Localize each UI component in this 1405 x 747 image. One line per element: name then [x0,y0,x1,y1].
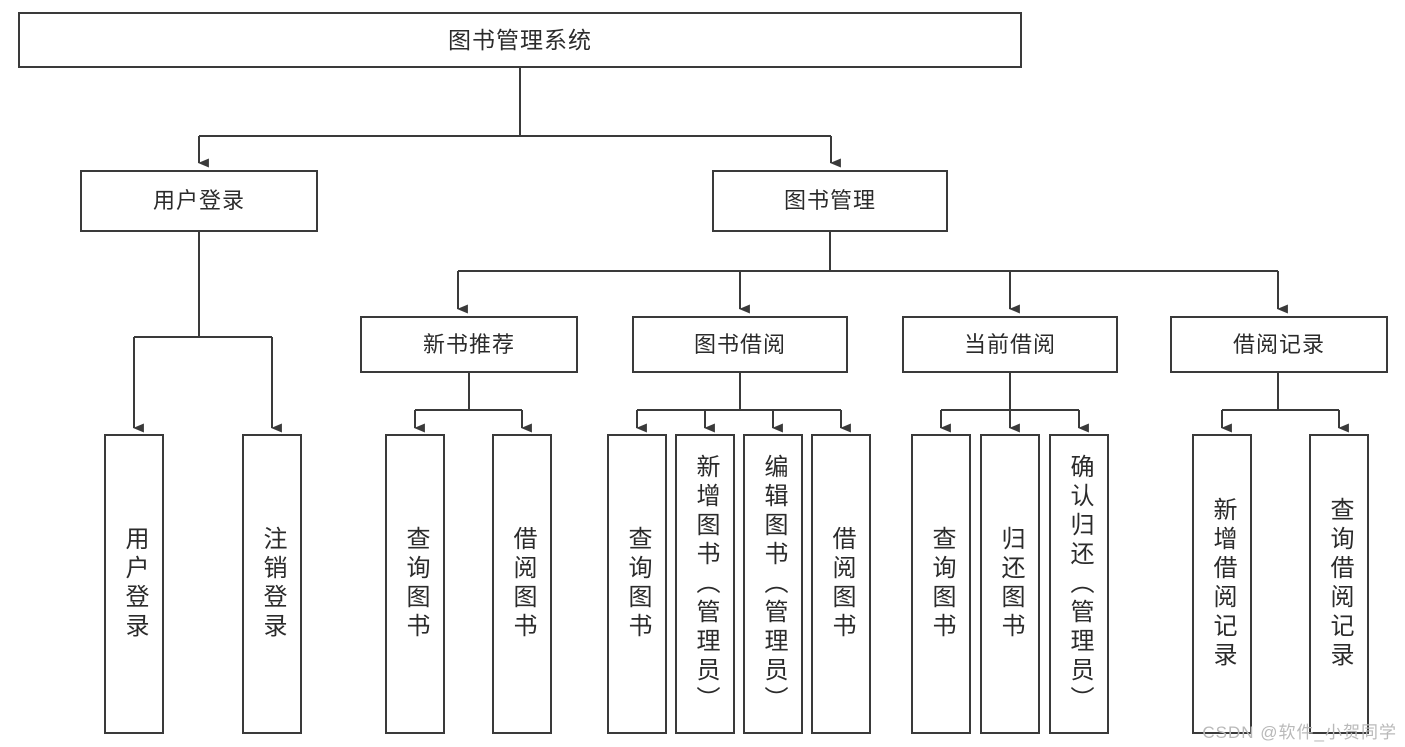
leaf-borrow-add-book-admin[interactable]: 新增图书（管理员） [675,434,735,734]
node-label: 用户登录 [152,188,245,214]
node-label: 图书管理 [783,188,876,214]
node-book-borrow[interactable]: 图书借阅 [632,316,848,373]
node-label: 查询图书 [624,526,651,642]
leaf-recommend-query-book[interactable]: 查询图书 [385,434,445,734]
node-label: 用户登录 [121,526,148,642]
node-label: 借阅图书 [509,526,536,642]
node-label: 查询借阅记录 [1326,497,1353,671]
node-label: 确认归还（管理员） [1066,453,1093,715]
node-label: 借阅记录 [1232,331,1325,357]
node-label: 新增图书（管理员） [692,453,719,715]
node-label: 注销登录 [259,526,286,642]
node-label: 查询图书 [402,526,429,642]
node-label: 新书推荐 [422,331,515,357]
node-label: 归还图书 [997,526,1024,642]
leaf-borrow-borrow-book[interactable]: 借阅图书 [811,434,871,734]
leaf-user-login[interactable]: 用户登录 [104,434,164,734]
leaf-user-logout[interactable]: 注销登录 [242,434,302,734]
node-book-management[interactable]: 图书管理 [712,170,948,232]
leaf-current-confirm-return-admin[interactable]: 确认归还（管理员） [1049,434,1109,734]
node-label: 新增借阅记录 [1209,497,1236,671]
node-root-system[interactable]: 图书管理系统 [18,12,1022,68]
node-borrow-record[interactable]: 借阅记录 [1170,316,1388,373]
node-user-login[interactable]: 用户登录 [80,170,318,232]
leaf-borrow-query-book[interactable]: 查询图书 [607,434,667,734]
leaf-record-query-record[interactable]: 查询借阅记录 [1309,434,1369,734]
node-label: 图书管理系统 [448,26,592,53]
leaf-record-add-record[interactable]: 新增借阅记录 [1192,434,1252,734]
node-label: 借阅图书 [828,526,855,642]
node-label: 查询图书 [928,526,955,642]
node-label: 当前借阅 [963,331,1056,357]
node-label: 编辑图书（管理员） [760,453,787,715]
node-current-borrow[interactable]: 当前借阅 [902,316,1118,373]
leaf-recommend-borrow-book[interactable]: 借阅图书 [492,434,552,734]
leaf-borrow-edit-book-admin[interactable]: 编辑图书（管理员） [743,434,803,734]
node-new-book-recommend[interactable]: 新书推荐 [360,316,578,373]
leaf-current-return-book[interactable]: 归还图书 [980,434,1040,734]
leaf-current-query-book[interactable]: 查询图书 [911,434,971,734]
node-label: 图书借阅 [693,331,786,357]
